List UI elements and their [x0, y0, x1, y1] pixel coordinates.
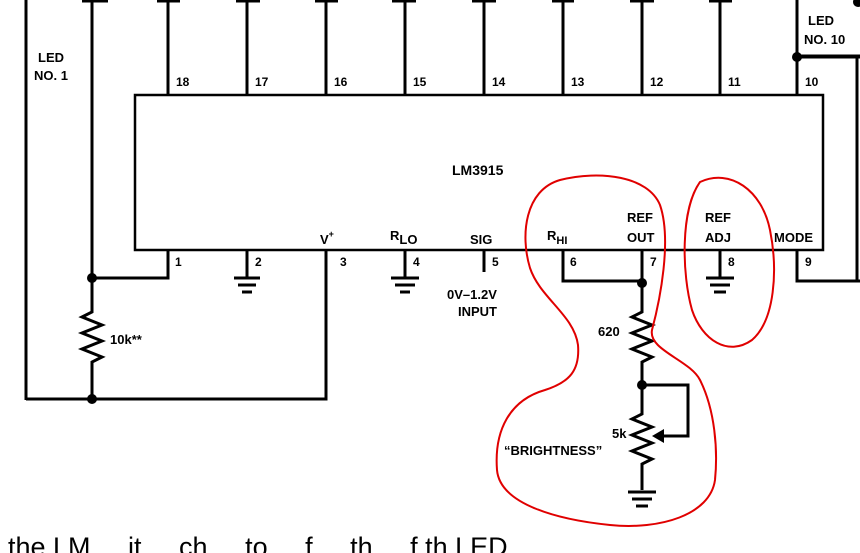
pot-value-label: 5k [612, 426, 627, 441]
bottom-pin-numbers: 1 2 3 4 5 6 7 8 9 [175, 255, 812, 269]
pin-4-ground [391, 250, 419, 294]
pin-6: 6 [570, 255, 577, 269]
pin-5: 5 [492, 255, 499, 269]
resistor-10k-label: 10k** [110, 332, 143, 347]
bottom-rail [26, 250, 328, 401]
red-circle-refout-brightness [495, 174, 718, 527]
led-1-label-line1: LED [38, 50, 64, 65]
rhi-label: RHI [547, 228, 567, 247]
pin-2: 2 [255, 255, 262, 269]
led-10-label-line2: NO. 10 [804, 32, 845, 47]
led-10-box [792, 0, 860, 62]
pin-7: 7 [650, 255, 657, 269]
resistor-620-label: 620 [598, 324, 620, 339]
pin-15: 15 [413, 75, 427, 89]
pin-18: 18 [176, 75, 190, 89]
pin-11: 11 [728, 75, 741, 89]
pin-14: 14 [492, 75, 506, 89]
pin-3: 3 [340, 255, 347, 269]
chip-body [133, 93, 825, 252]
rlo-label: RLO [390, 228, 417, 247]
brightness-pot [627, 385, 657, 490]
input-label-line1: 0V–1.2V [447, 287, 497, 302]
refadj-label-line2: ADJ [705, 230, 731, 245]
chip-name: LM3915 [452, 162, 504, 178]
pin-16: 16 [334, 75, 348, 89]
resistor-10k [77, 278, 107, 398]
pot-wiper-arrow [652, 429, 664, 443]
pin-6-wire [561, 250, 642, 283]
refout-label-line1: REF [627, 210, 653, 225]
pin-4: 4 [413, 255, 420, 269]
pin-12: 12 [650, 75, 664, 89]
mode-label: MODE [774, 230, 813, 245]
pin-8-ground [706, 250, 734, 294]
led-1-label-line2: NO. 1 [34, 68, 68, 83]
pin-9: 9 [805, 255, 812, 269]
pin-13: 13 [571, 75, 585, 89]
sig-label: SIG [470, 232, 492, 247]
pin-1-wire [92, 250, 170, 280]
pot-name-label: “BRIGHTNESS” [504, 443, 602, 458]
input-label-line2: INPUT [458, 304, 497, 319]
resistor-620 [627, 283, 657, 384]
pin-17: 17 [255, 75, 269, 89]
vplus-label: V+ [320, 229, 334, 247]
pot-ground [628, 490, 656, 508]
caption-fragment: the LM ... it ... ch ... to ... f ... th… [8, 532, 508, 553]
refadj-label-line1: REF [705, 210, 731, 225]
refout-label-line2: OUT [627, 230, 655, 245]
pin-9-wire [795, 250, 860, 283]
pot-wiper [642, 383, 690, 438]
led-10-label-line1: LED [808, 13, 834, 28]
pin-1: 1 [175, 255, 182, 269]
pin-8: 8 [728, 255, 735, 269]
red-circle-refadj [683, 176, 775, 348]
pin-2-ground [234, 250, 260, 294]
top-pin-numbers: 18 17 16 15 14 13 12 11 10 [176, 75, 819, 89]
pin-10: 10 [805, 75, 819, 89]
